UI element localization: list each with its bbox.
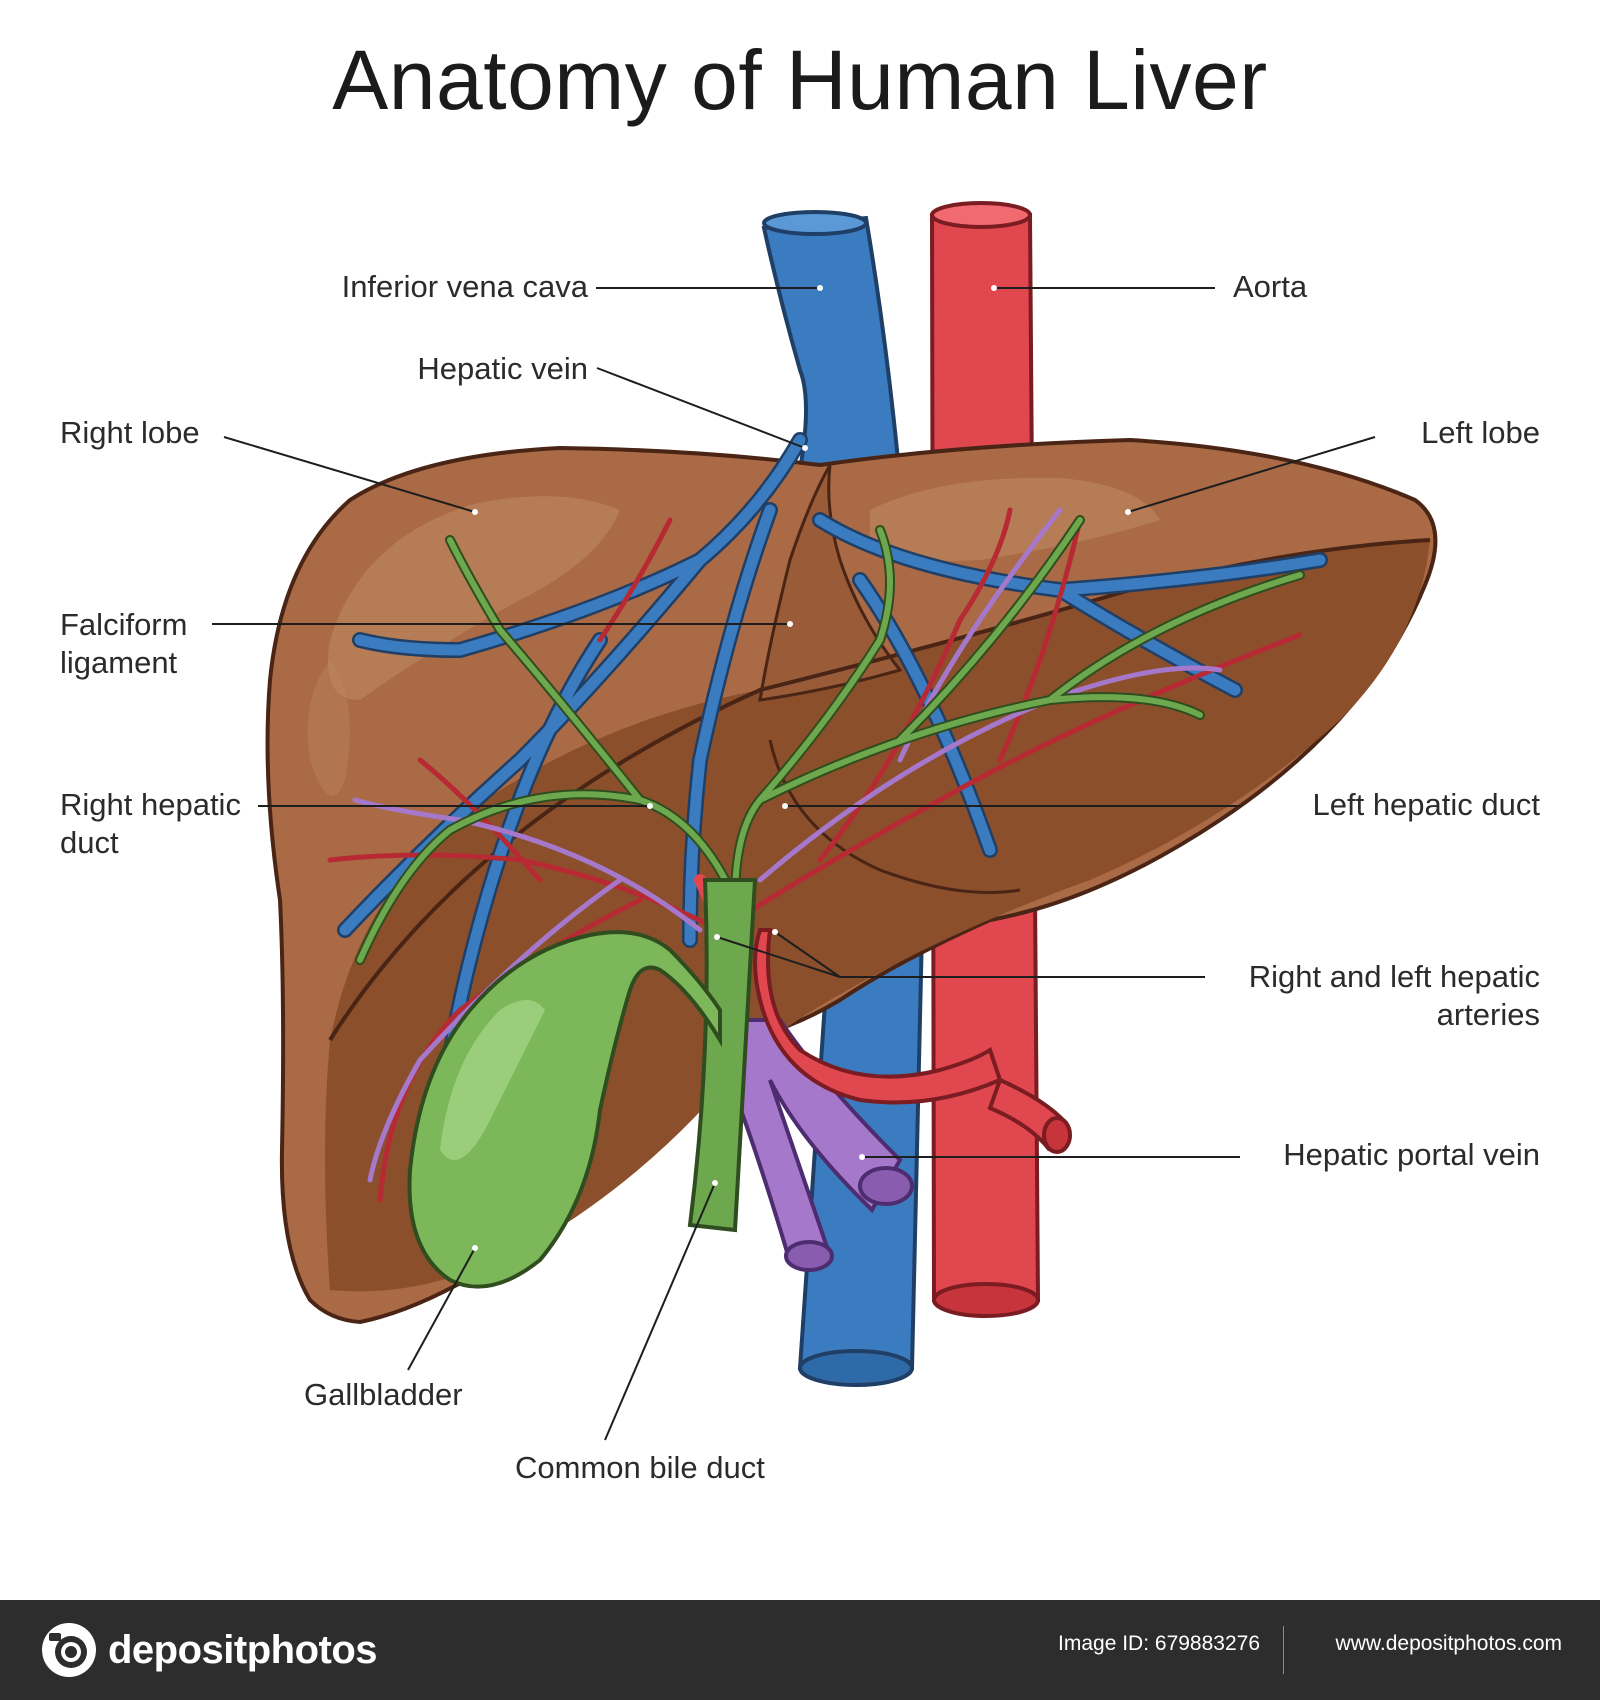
label-left-hepatic-duct: Left hepatic duct xyxy=(1312,787,1541,822)
ivc-upper xyxy=(761,210,901,473)
label-hepatic-portal-vein: Hepatic portal vein xyxy=(1283,1137,1540,1172)
label-hepatic-arteries-line2: arteries xyxy=(1436,997,1540,1032)
label-right-hepatic-duct-line2: duct xyxy=(60,825,119,860)
page-title: Anatomy of Human Liver xyxy=(332,33,1268,127)
label-falciform-ligament-line1: Falciform xyxy=(60,607,188,642)
footer-divider xyxy=(1283,1626,1284,1674)
label-gallbladder: Gallbladder xyxy=(304,1377,463,1412)
brand-name: depositphotos xyxy=(108,1627,378,1672)
image-id: Image ID: 679883276 xyxy=(1058,1632,1260,1655)
site-url[interactable]: www.depositphotos.com xyxy=(1335,1632,1562,1655)
hepatic-veins xyxy=(337,432,1328,1068)
label-inferior-vena-cava: Inferior vena cava xyxy=(341,269,588,304)
camera-logo-icon xyxy=(42,1623,96,1677)
label-common-bile-duct: Common bile duct xyxy=(515,1450,765,1485)
gallbladder xyxy=(407,930,722,1289)
label-hepatic-arteries-line1: Right and left hepatic xyxy=(1248,959,1540,994)
label-right-lobe: Right lobe xyxy=(60,415,200,450)
label-hepatic-vein: Hepatic vein xyxy=(417,351,588,386)
label-aorta: Aorta xyxy=(1233,269,1308,304)
label-left-lobe: Left lobe xyxy=(1421,415,1540,450)
leader-lines xyxy=(212,287,1376,1441)
brand-logo[interactable]: depositphotos xyxy=(40,1620,378,1680)
label-falciform-ligament-line2: ligament xyxy=(60,645,178,680)
leader-dots xyxy=(472,285,1131,1251)
footer-bar: depositphotos Image ID: 679883276 www.de… xyxy=(0,1600,1600,1700)
label-right-hepatic-duct-line1: Right hepatic xyxy=(60,787,241,822)
